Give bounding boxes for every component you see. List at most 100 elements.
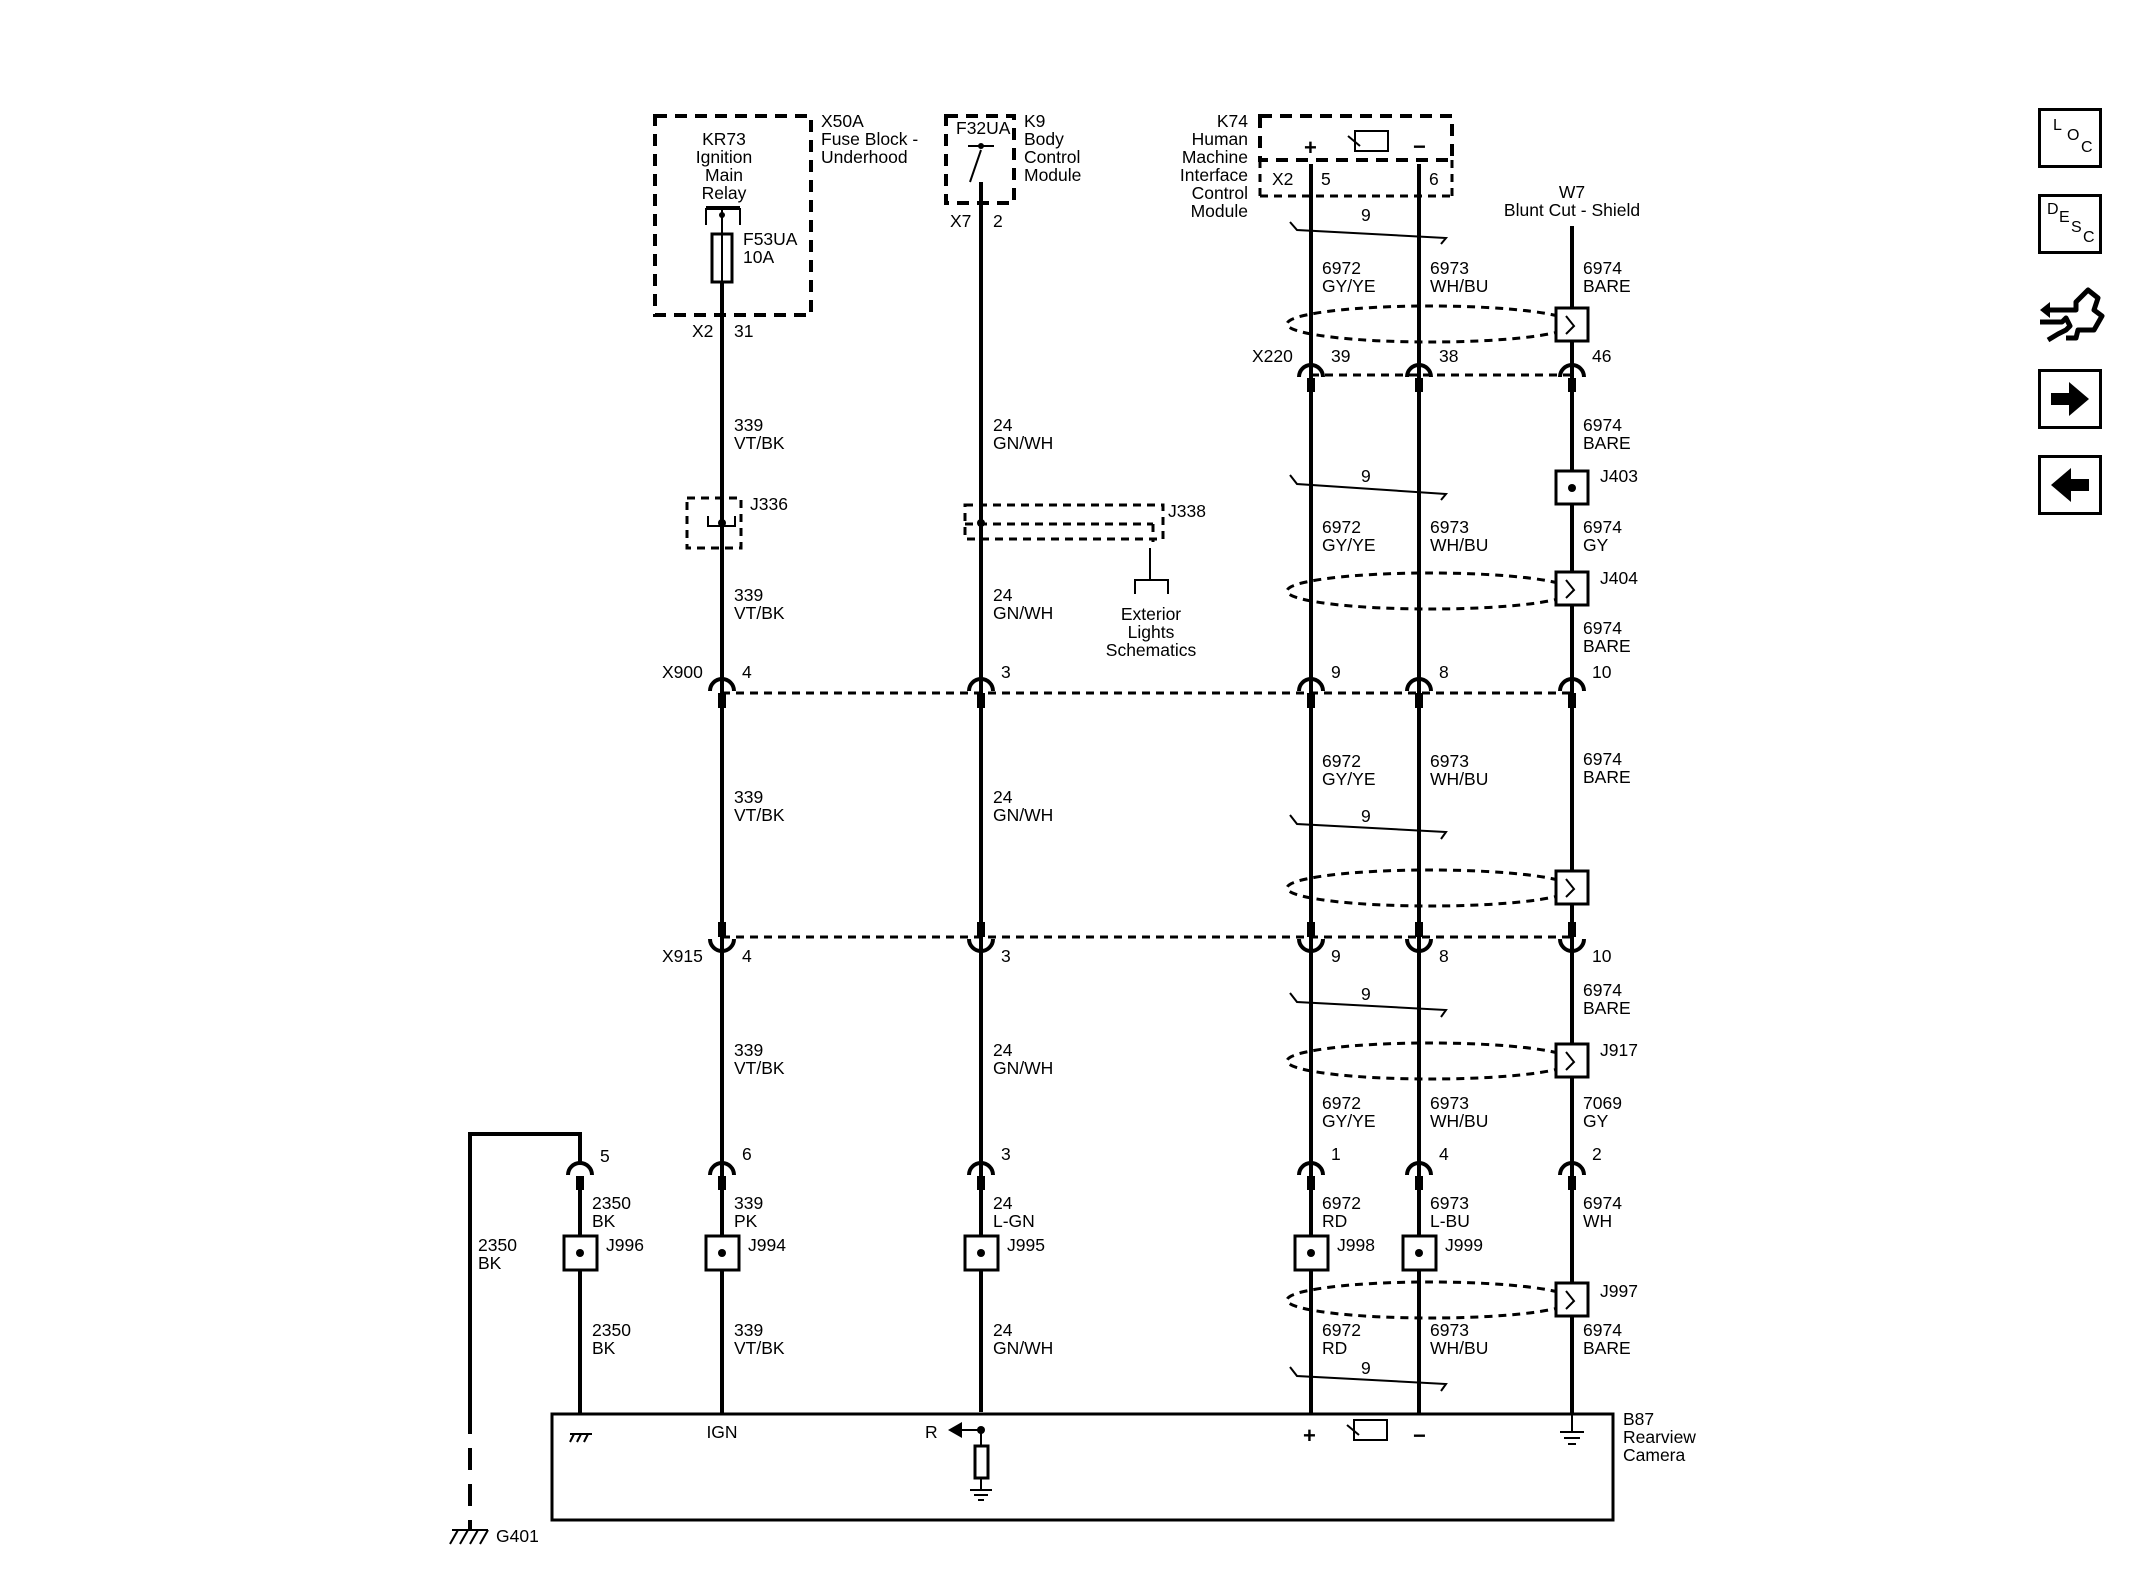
camera-shield-ground-icon [1560, 1414, 1584, 1445]
wire-label: 6972 [1322, 258, 1361, 278]
camera-pin-minus: − [1413, 1423, 1426, 1448]
splice-j338 [963, 503, 1169, 594]
splice-j998 [1293, 1234, 1330, 1272]
kr73-line2: Ignition [696, 147, 752, 167]
x2-k74-pin-b: 6 [1429, 169, 1439, 189]
wire-label: BK [478, 1253, 502, 1273]
wire-label: GY/YE [1322, 535, 1376, 555]
wire-label: 6973 [1430, 258, 1469, 278]
wire-label: 24 [993, 1320, 1013, 1340]
b87-id: B87 [1623, 1409, 1654, 1429]
wire-label: 6974 [1583, 517, 1622, 537]
x50a-id: X50A [821, 111, 864, 131]
wire-label: VT/BK [734, 433, 785, 453]
x900-pin: 8 [1439, 662, 1449, 682]
wire-label: 339 [734, 415, 763, 435]
x50a-line1: Fuse Block - [821, 129, 918, 149]
wire-label: WH/BU [1430, 769, 1488, 789]
x915-pin: 10 [1592, 946, 1612, 966]
splice-label-j403: J403 [1600, 466, 1638, 486]
wire-label: 24 [993, 1193, 1013, 1213]
twist-label-2: 9 [1361, 466, 1371, 486]
splice-label-j995: J995 [1007, 1235, 1045, 1255]
wire-label: BARE [1583, 636, 1631, 656]
connector-icon-svg [2040, 287, 2105, 343]
prev-button[interactable] [2038, 455, 2102, 515]
fuse-block-x50a-outline [653, 114, 813, 317]
prev-arrow-icon [2051, 468, 2089, 502]
wire-label: 339 [734, 787, 763, 807]
x900-id: X900 [662, 662, 703, 682]
wire-label: RD [1322, 1338, 1347, 1358]
camera-pin: 3 [1001, 1144, 1011, 1164]
k74-plus-label: + [1304, 135, 1317, 160]
exterior-lights-line3: Schematics [1106, 640, 1197, 660]
wire-label: GN/WH [993, 805, 1053, 825]
wire-label: 2350 [592, 1193, 631, 1213]
wire-label: 6973 [1430, 1193, 1469, 1213]
wire-label: GN/WH [993, 1338, 1053, 1358]
x220-pin: 38 [1439, 346, 1458, 366]
g401-label: G401 [496, 1526, 539, 1546]
splice-j917 [1554, 1042, 1590, 1079]
x7-pin: 2 [993, 211, 1003, 231]
wire-label: VT/BK [734, 603, 785, 623]
wire-label: GN/WH [993, 1058, 1053, 1078]
f53ua-id: F53UA [743, 229, 798, 249]
k74-line1: Human [1192, 129, 1248, 149]
camera-pin: 1 [1331, 1144, 1341, 1164]
x2-fuse-id: X2 [692, 321, 713, 341]
k74-camera-symbol [1347, 130, 1389, 152]
camera-chassis-ground-icon [569, 1433, 592, 1443]
wire-label: GY/YE [1322, 769, 1376, 789]
x900-pin: 10 [1592, 662, 1612, 682]
twist-label-3: 9 [1361, 806, 1371, 826]
kr73-line3: Main [705, 165, 743, 185]
next-button[interactable] [2038, 369, 2102, 429]
wire-label: RD [1322, 1211, 1347, 1231]
splice-label-j998: J998 [1337, 1235, 1375, 1255]
loc-button[interactable]: L O C [2038, 108, 2102, 168]
k9-line1: Body [1024, 129, 1064, 149]
x7-id: X7 [950, 211, 971, 231]
camera-pin: 5 [600, 1146, 610, 1166]
wire-label: GY [1583, 535, 1609, 555]
wire-label: 6972 [1322, 751, 1361, 771]
x2-fuse-pin: 31 [734, 321, 753, 341]
twist-label-5: 9 [1361, 1358, 1371, 1378]
wire-label: BARE [1583, 433, 1631, 453]
splice-j997 [1554, 1281, 1590, 1318]
wire-label: BARE [1583, 767, 1631, 787]
wire-label: GY/YE [1322, 276, 1376, 296]
x220-pin: 46 [1592, 346, 1611, 366]
wire-label: 6974 [1583, 618, 1622, 638]
camera-pin: 2 [1592, 1144, 1602, 1164]
desc-button[interactable]: D E S C [2038, 194, 2102, 254]
connector-x220 [1297, 363, 1586, 392]
connector-icon[interactable] [2036, 280, 2106, 346]
wire-label: 6972 [1322, 1320, 1361, 1340]
shield-ellipses [1285, 304, 1575, 1320]
wire-label: 6973 [1430, 751, 1469, 771]
splice-j996 [562, 1234, 599, 1272]
x900-pin: 3 [1001, 662, 1011, 682]
camera-pin-r: R [925, 1422, 938, 1442]
wire-label: VT/BK [734, 1058, 785, 1078]
twist-label-1: 9 [1361, 205, 1371, 225]
k9-line2: Control [1024, 147, 1080, 167]
connector-x900 [708, 677, 1586, 708]
splice-label-j996: J996 [606, 1235, 644, 1255]
wire-label: 24 [993, 585, 1013, 605]
camera-pin-ign: IGN [706, 1422, 737, 1442]
wire-label: 6974 [1583, 258, 1622, 278]
module-k9-outline [944, 114, 1016, 205]
wire-label: 339 [734, 1040, 763, 1060]
wire-label: GY/YE [1322, 1111, 1376, 1131]
x2-k74-id: X2 [1272, 169, 1293, 189]
wire-label: 6973 [1430, 1093, 1469, 1113]
splice-mid-shield [1554, 869, 1590, 906]
x915-pin: 3 [1001, 946, 1011, 966]
wire-label: WH/BU [1430, 535, 1488, 555]
exterior-lights-line1: Exterior [1121, 604, 1181, 624]
splice-label-j338: J338 [1168, 501, 1206, 521]
